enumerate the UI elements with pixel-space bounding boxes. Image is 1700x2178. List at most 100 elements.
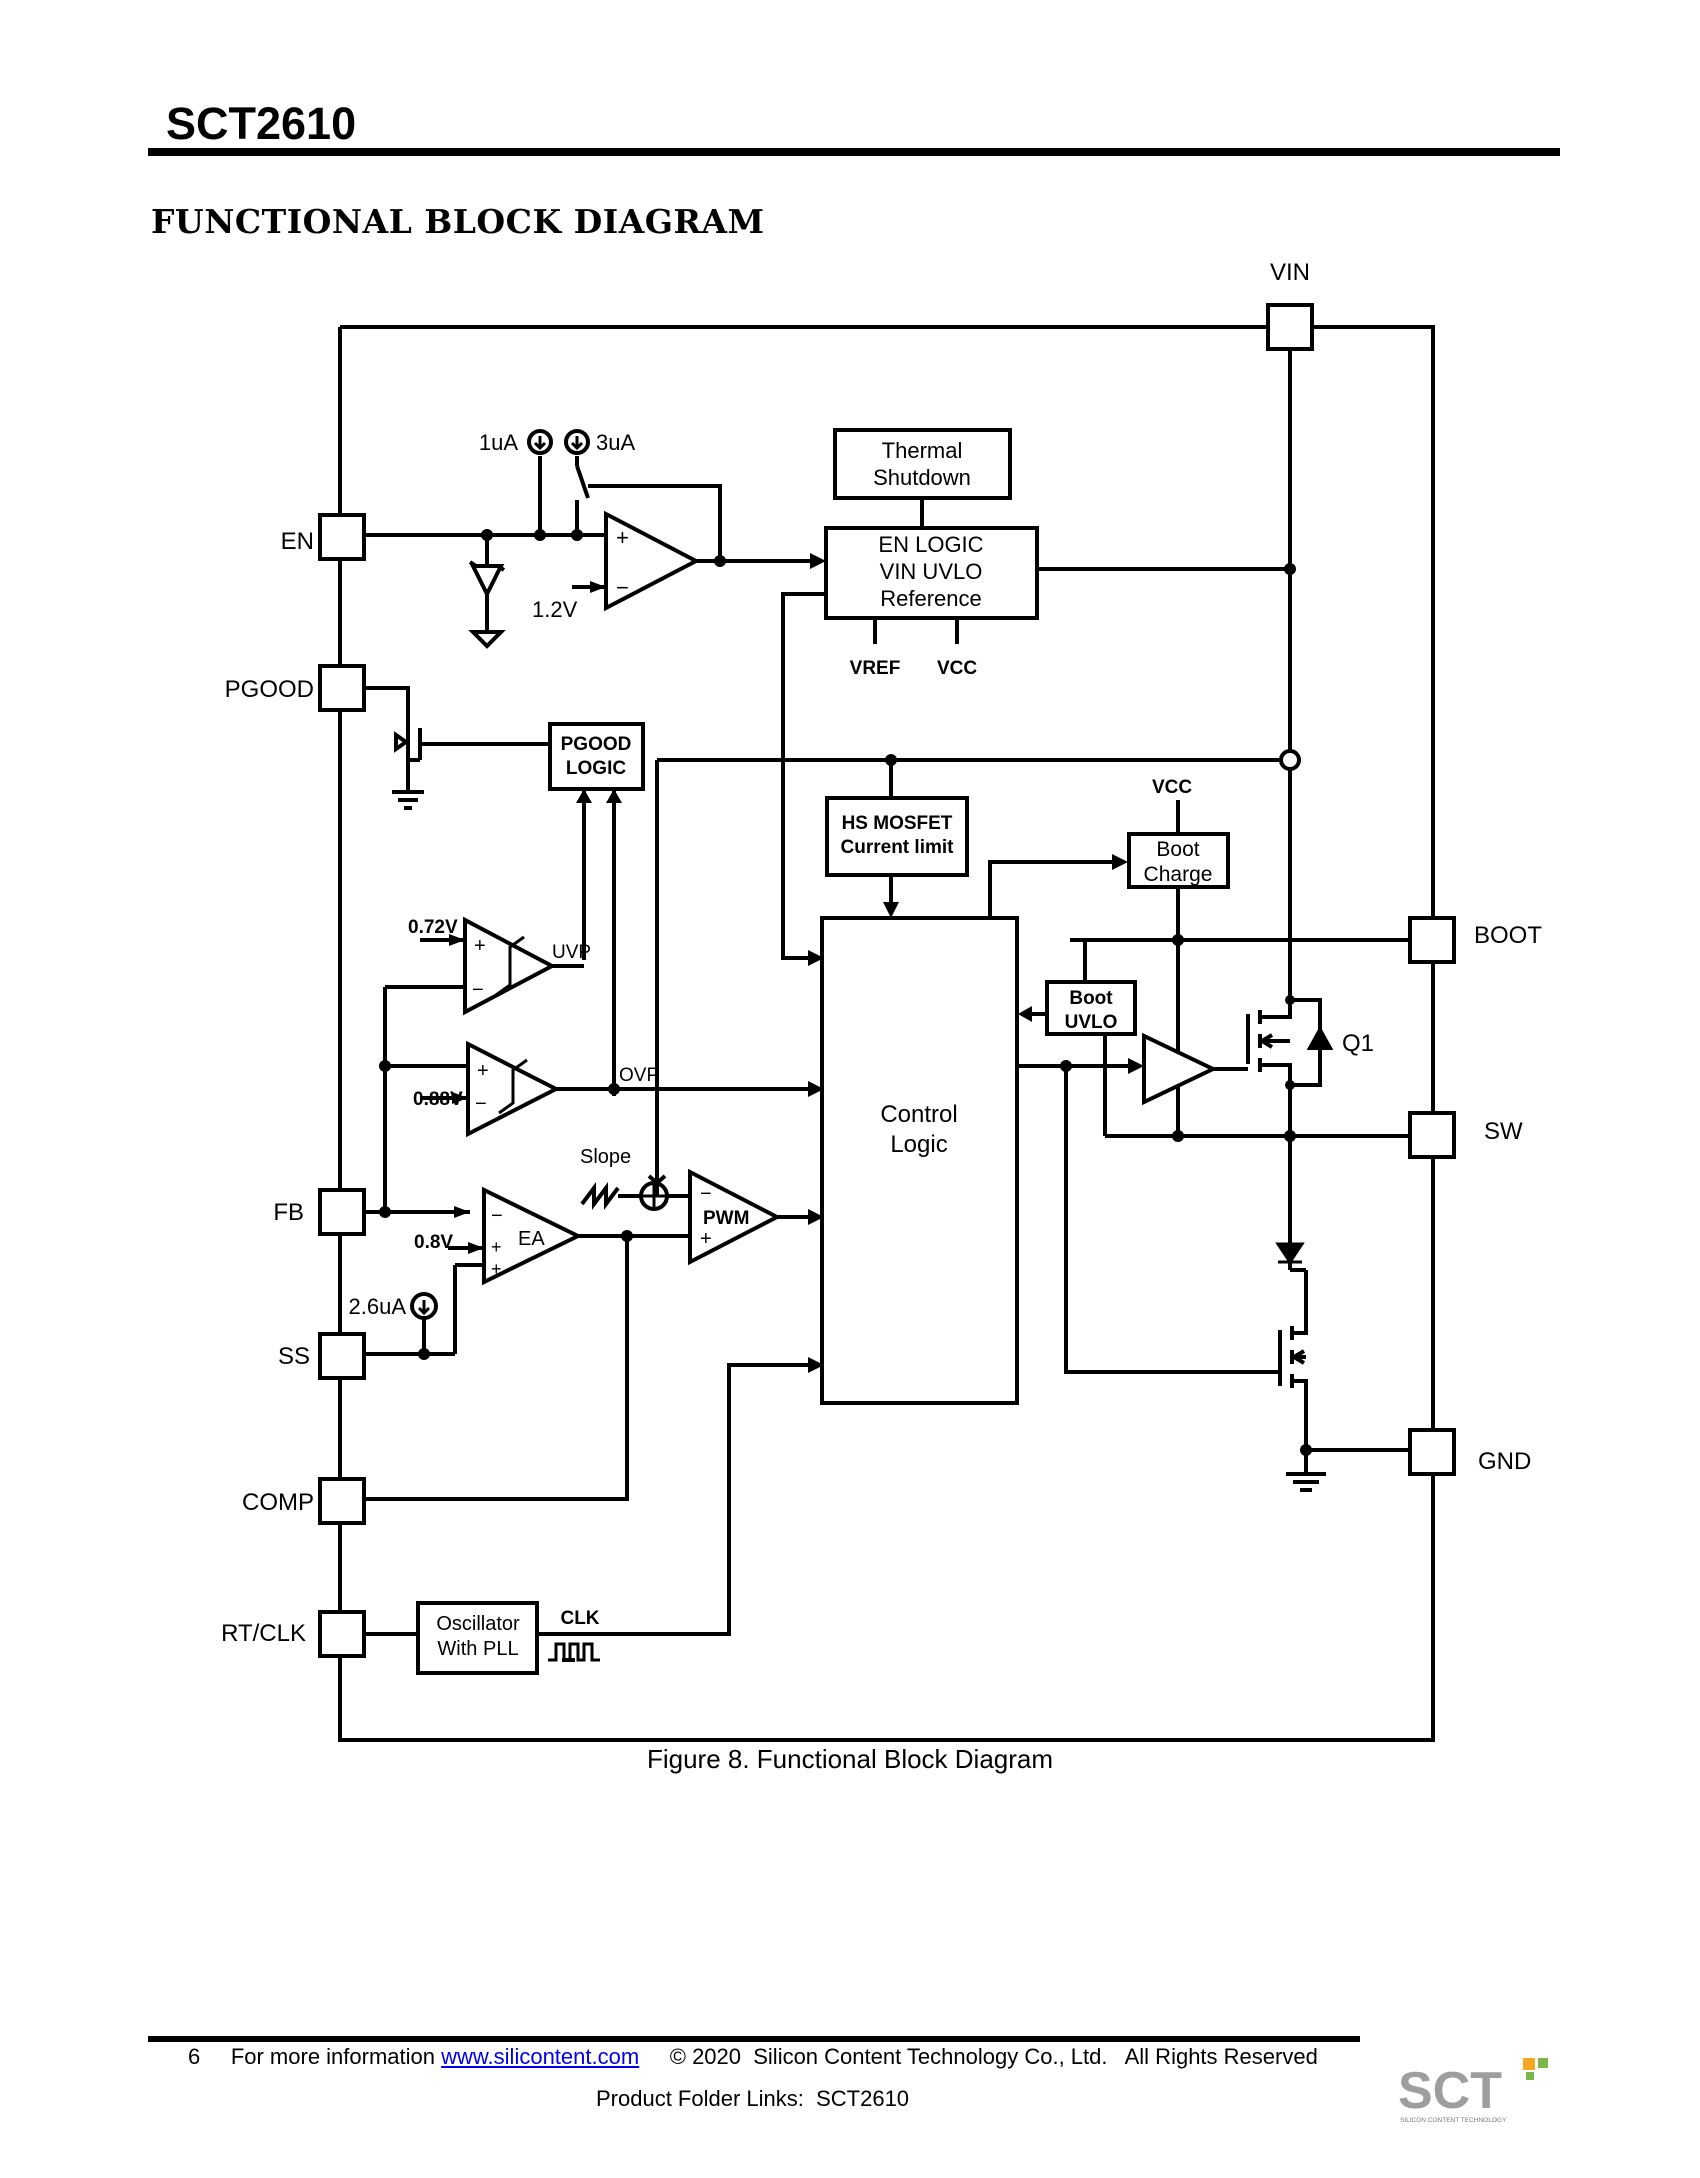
section-title: FUNCTIONAL BLOCK DIAGRAM [151,202,765,241]
hs-limit-label-1: HS MOSFET [842,813,953,834]
pin-pgood-label: PGOOD [225,676,314,703]
en-logic-block [824,526,1039,620]
chip-outline [338,325,1435,1742]
label-0p8v: 0.8V [414,1232,453,1253]
boot-uvlo-block [1045,980,1137,1036]
hs-mosfet-q1 [1246,1010,1292,1085]
boot-charge-label-1: Boot [1156,838,1199,861]
label-uvp: UVP [552,942,591,963]
label-1p2v: 1.2V [532,597,578,622]
pin-vin-label: VIN [1270,259,1310,286]
header-rule [148,148,1560,156]
pin-vin-pad [1266,303,1314,351]
page-number: 6 [188,2044,201,2069]
error-amplifier [482,1186,583,1286]
label-ovp-minus: − [475,1093,487,1115]
thermal-label-1: Thermal [882,438,963,463]
product-folder-links: Product Folder Links: SCT2610 [596,2086,910,2111]
vcc-ref-label: VCC [937,658,977,679]
pin-pgood-pad [318,664,366,712]
oscillator-label-1: Oscillator [436,1613,520,1635]
pin-comp-label: COMP [242,1489,314,1516]
pin-rtclk-pad [318,1610,366,1658]
label-ea: EA [518,1228,545,1250]
label-uvp-minus: − [472,979,484,1001]
oscillator-block [416,1601,539,1675]
boot-uvlo-label-2: UVLO [1065,1012,1118,1033]
figure-caption: Figure 8. Functional Block Diagram [646,1744,1054,1774]
label-en-plus: + [616,525,629,550]
pin-gnd-label: GND [1478,1448,1531,1475]
boot-uvlo-label-1: Boot [1069,988,1113,1009]
label-ovp: OVP [619,1065,659,1086]
current-source-3ua [564,429,590,455]
label-0p72v: 0.72V [408,917,458,938]
pin-ss-pad [318,1332,366,1380]
boot-charge-block [1127,832,1230,889]
label-ea-plus-1: + [491,1237,502,1257]
label-uvp-plus: + [474,935,486,957]
pin-comp-pad [318,1477,366,1525]
thermal-label-2: Shutdown [873,465,971,490]
pwm-comparator [688,1168,782,1266]
pin-ss-label: SS [278,1343,310,1370]
en-logic-label-3: Reference [880,586,982,611]
current-source-1ua [527,429,553,455]
en-logic-label-1: EN LOGIC [878,532,983,557]
label-0p88v: 0.88V [413,1089,463,1110]
clk-label: CLK [560,1608,599,1629]
oscillator-label-2: With PLL [437,1638,518,1660]
clk-waveform [548,1642,600,1662]
label-pwm: PWM [703,1208,749,1229]
hs-driver [1142,1032,1218,1106]
logo-tagline: SILICON CONTENT TECHNOLOGY [1400,2117,1507,2124]
pin-rtclk-label: RT/CLK [221,1620,306,1647]
logo-text: SCT [1398,2062,1502,2120]
hs-limit-label-2: Current limit [841,837,955,858]
en-comparator [604,510,701,612]
website-link[interactable]: www.silicontent.com [441,2044,640,2069]
label-slope: Slope [580,1146,631,1168]
pin-boot-label: BOOT [1474,922,1542,949]
vin-junction-dot [1284,563,1296,575]
label-ea-minus: − [491,1205,503,1227]
label-ovp-plus: + [477,1060,489,1082]
slope-ramp [580,1182,620,1210]
vin-sense-node [1279,749,1301,771]
pin-fb-pad [318,1188,366,1236]
label-2p6ua: 2.6uA [349,1294,407,1319]
label-q1: Q1 [1342,1030,1374,1057]
label-3ua: 3uA [596,430,635,455]
footer-info-prefix: For more information [230,2044,442,2069]
boot-charge-label-2: Charge [1144,863,1213,886]
control-logic-block [820,916,1019,1405]
functional-block-diagram: VIN EN PGOOD FB SS COMP RT/CLK BOOT SW G… [221,259,1542,1742]
document-part-number: SCT2610 [166,98,357,149]
pin-fb-label: FB [273,1199,304,1226]
boot-vcc-label: VCC [1152,777,1192,798]
pin-sw-label: SW [1484,1118,1523,1145]
hs-current-limit-block [825,796,969,877]
pgood-mosfet [394,722,550,792]
pgood-logic-block [548,722,645,791]
footer-copyright: © 2020 Silicon Content Technology Co., L… [669,2044,1318,2069]
label-ea-plus-2: + [491,1259,502,1279]
pin-boot-pad [1408,916,1456,964]
pin-en-pad [318,513,366,561]
footer-rule [148,2036,1360,2042]
control-logic-label-2: Logic [890,1131,947,1158]
footer-info-line: 6 For more information www.silicontent.c… [188,2044,1318,2070]
thermal-shutdown-block [833,428,1012,500]
en-logic-label-2: VIN UVLO [880,559,983,584]
label-1ua: 1uA [479,430,518,455]
sw-line [1105,1085,1410,1270]
en-logic-to-control [781,592,826,960]
control-logic-label-1: Control [880,1101,957,1128]
ls-mosfet [1278,1270,1308,1450]
current-source-2p6ua [410,1292,438,1320]
pgood-logic-label-1: PGOOD [561,734,632,755]
en-hyst-switch [575,465,590,504]
vref-label: VREF [850,658,901,679]
pin-gnd-pad [1408,1428,1456,1476]
pin-en-label: EN [281,528,314,555]
